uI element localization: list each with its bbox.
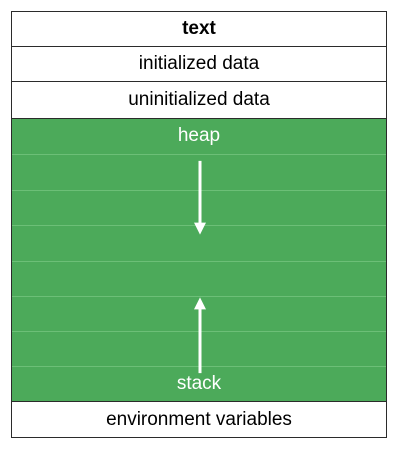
stack-growth-up-arrow	[194, 297, 206, 374]
heap-label: heap	[177, 125, 221, 146]
growth-arrows	[194, 160, 206, 374]
initialized-data-segment: initialized data	[12, 47, 386, 82]
region-divider	[12, 296, 386, 297]
stack-label: stack	[176, 373, 222, 394]
region-divider	[12, 261, 386, 262]
environment-variables-segment: environment variables	[106, 408, 292, 430]
memory-layout-diagram: text initialized data uninitialized data…	[11, 11, 387, 438]
text-segment: text	[12, 12, 386, 47]
uninitialized-data-segment: uninitialized data	[12, 82, 386, 119]
heap-growth-down-arrow	[194, 160, 206, 235]
region-divider	[12, 154, 386, 155]
heap-stack-region: heap stack	[12, 119, 386, 402]
